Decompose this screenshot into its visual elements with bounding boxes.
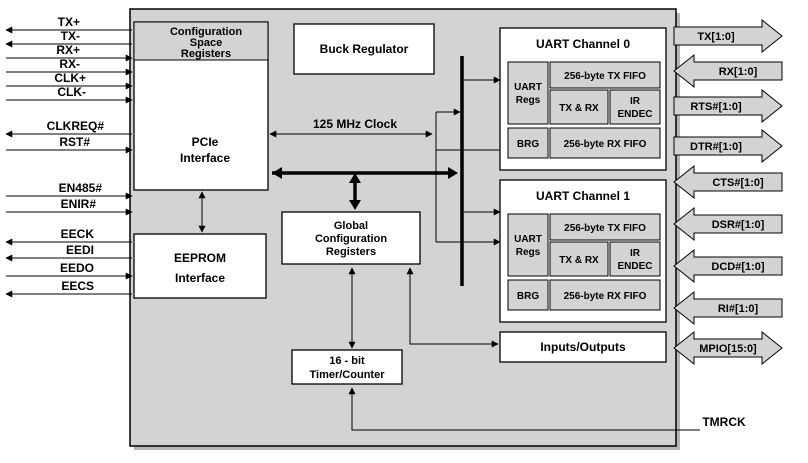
uart0-txrx-label: TX & RX <box>559 103 599 114</box>
global-cfg-line-2: Configuration <box>315 233 387 245</box>
config-space-line-3: Registers <box>181 48 231 60</box>
clock-label: 125 MHz Clock <box>313 117 397 131</box>
uart1-rx-fifo-label: 256-byte RX FIFO <box>564 291 647 302</box>
uart0-brg-label: BRG <box>517 139 539 150</box>
signal-dtr-arrow <box>673 128 783 164</box>
signal-dcd-arrow <box>673 248 783 284</box>
uart0-tx-fifo-label: 256-byte TX FIFO <box>564 71 646 82</box>
uart0-rx-fifo <box>549 127 661 159</box>
signal-tx-minus: TX- <box>61 29 80 43</box>
signal-enir: ENIR# <box>61 197 97 211</box>
uart0-regs-line-1: UART <box>514 82 542 93</box>
signal-rx-plus: RX+ <box>56 43 80 57</box>
signal-eedo: EEDO <box>60 261 94 275</box>
timer-line-2: Timer/Counter <box>310 369 386 381</box>
signal-rx-minus: RX- <box>59 57 80 71</box>
uart1-regs <box>507 213 549 277</box>
global-config-registers-block <box>281 211 421 265</box>
signal-dtr-label: DTR#[1:0] <box>690 141 742 153</box>
uart0-ir-endec <box>609 89 661 125</box>
eeprom-label-line-2: Interface <box>175 271 225 285</box>
eeprom-label-line-1: EEPROM <box>174 251 226 265</box>
uart0-rx-fifo-label: 256-byte RX FIFO <box>564 139 647 150</box>
uart0-tx-fifo <box>549 61 661 89</box>
uart0-ir-line-1: IR <box>630 96 641 107</box>
main-bus-arrowhead-left <box>272 167 282 179</box>
signal-rx-label: RX[1:0] <box>719 66 758 78</box>
uart0-regs <box>507 61 549 125</box>
uart1-rx-fifo <box>549 279 661 311</box>
main-bus-arrowhead-right <box>448 167 458 179</box>
global-io-link <box>406 267 499 348</box>
uart1-title: UART Channel 1 <box>536 189 630 203</box>
signal-tmrck-label: TMRCK <box>702 415 746 429</box>
global-bus-arrowhead-bottom <box>349 200 361 210</box>
signal-cts-arrow <box>673 164 783 200</box>
signal-rst: RST# <box>59 135 90 149</box>
signal-eecs: EECS <box>61 279 94 293</box>
signal-eedi: EEDI <box>66 243 94 257</box>
global-bus-arrowhead-top <box>349 173 361 183</box>
config-space-registers-block <box>133 21 269 61</box>
uart1-regs-line-1: UART <box>514 234 542 245</box>
config-space-line-1: Configuration <box>170 26 242 38</box>
signal-dcd-label: DCD#[1:0] <box>711 261 765 273</box>
uart1-tx-fifo <box>549 213 661 241</box>
uart0-regs-line-2: Regs <box>516 95 541 106</box>
inputs-outputs-block <box>499 331 667 363</box>
uart1-brg-label: BRG <box>517 291 539 302</box>
timer-line-1: 16 - bit <box>329 355 365 367</box>
uart0-ir-line-2: ENDEC <box>617 109 652 120</box>
signal-mpio-label: MPIO[15:0] <box>699 343 757 355</box>
uart1-tx-fifo-label: 256-byte TX FIFO <box>564 223 646 234</box>
signal-clk-plus: CLK+ <box>54 71 86 85</box>
buck-regulator-label: Buck Regulator <box>320 42 409 56</box>
uart1-txrx-label: TX & RX <box>559 255 599 266</box>
right-signals: TX[1:0] RX[1:0] RTS#[1:0] DTR#[1:0] CTS#… <box>673 18 783 429</box>
uart1-regs-line-2: Regs <box>516 247 541 258</box>
uart1-ir-line-2: ENDEC <box>617 261 652 272</box>
global-cfg-line-1: Global <box>334 220 368 232</box>
uart1-txrx <box>549 241 609 277</box>
signal-ri-label: RI#[1:0] <box>718 303 759 315</box>
uart0-title: UART Channel 0 <box>536 37 630 51</box>
signal-clkreq: CLKREQ# <box>47 119 105 133</box>
inputs-outputs-label: Inputs/Outputs <box>540 340 626 354</box>
left-signals: TX+ TX- RX+ RX- CLK+ CLK- CLKREQ# RST# E… <box>5 15 133 298</box>
signal-rts-label: RTS#[1:0] <box>690 101 742 113</box>
buck-regulator-block <box>293 23 435 75</box>
signal-tx-plus: TX+ <box>58 15 80 29</box>
signal-mpio-arrow <box>673 330 783 366</box>
signal-rts-arrow <box>673 88 783 124</box>
uart0-brg <box>507 127 549 159</box>
tmrck-link <box>348 387 700 431</box>
signal-tx-label: TX[1:0] <box>697 31 735 43</box>
uart1-brg <box>507 279 549 311</box>
eeprom-interface-block <box>133 233 267 299</box>
signal-eeck: EECK <box>61 227 95 241</box>
signal-dsr-label: DSR#[1:0] <box>712 219 765 231</box>
signal-en485: EN485# <box>59 181 103 195</box>
global-cfg-line-3: Registers <box>326 246 376 258</box>
signal-dsr-arrow <box>673 206 783 242</box>
uart1-ir-endec <box>609 241 661 277</box>
signal-ri-arrow <box>673 290 783 326</box>
timer-counter-block <box>291 349 403 385</box>
signal-tx-arrow <box>673 18 783 54</box>
uart0-txrx <box>549 89 609 125</box>
bus-branches <box>435 76 501 246</box>
config-space-line-2: Space <box>190 37 222 49</box>
pcie-label-line-1: PCIe <box>192 135 219 149</box>
signal-cts-label: CTS#[1:0] <box>712 177 764 189</box>
signal-rx-arrow <box>673 53 783 89</box>
uart1-ir-line-1: IR <box>630 248 641 259</box>
signal-clk-minus: CLK- <box>57 85 86 99</box>
pcie-label-line-2: Interface <box>180 151 230 165</box>
